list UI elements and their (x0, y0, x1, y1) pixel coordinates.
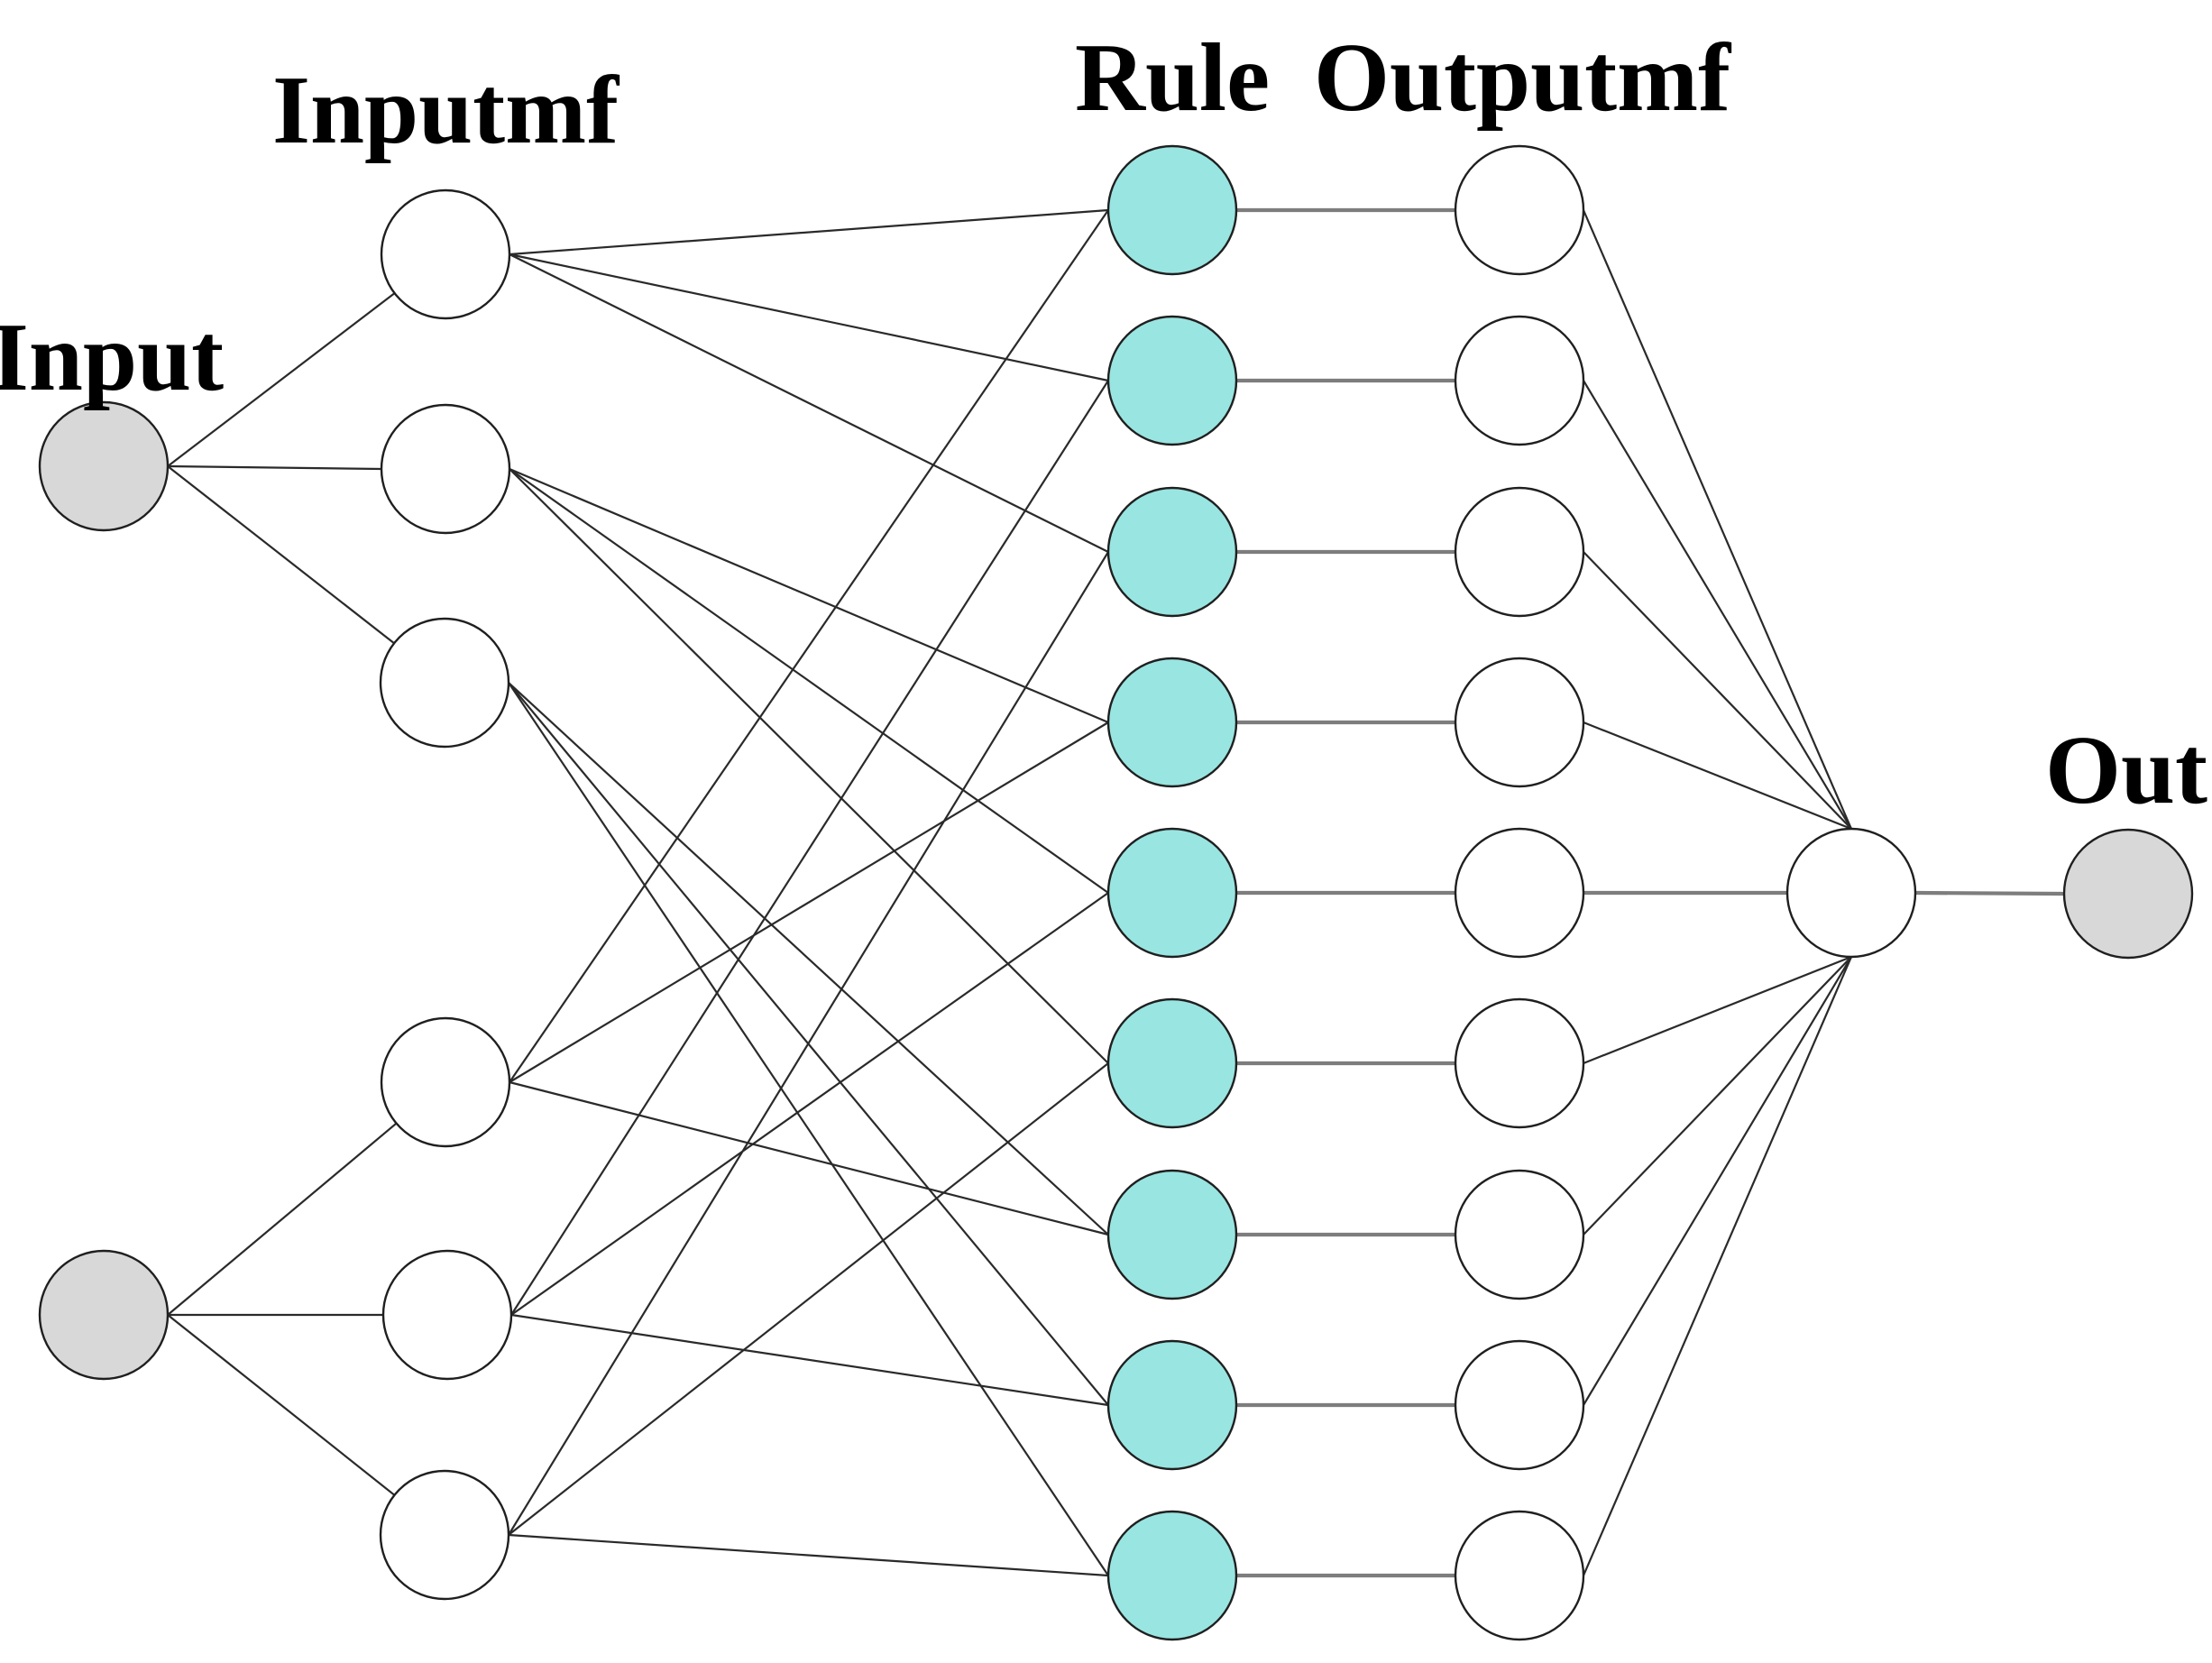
edge-input-2-to-mf-6 (167, 1314, 396, 1496)
edge-omf-8-to-agg (1583, 956, 1852, 1406)
node-rule-7 (1106, 1169, 1238, 1300)
edge-mf-2-to-rule-4 (509, 467, 1109, 724)
node-omf-2 (1454, 315, 1585, 446)
node-rule-2 (1106, 315, 1238, 446)
edge-mf-5-to-rule-2 (510, 380, 1109, 1316)
edge-mf-2-to-rule-5 (509, 468, 1109, 894)
label-out: Out (2045, 717, 2207, 824)
node-rule-1 (1106, 144, 1238, 276)
edge-input-1-to-mf-1 (167, 292, 396, 467)
node-omf-9 (1454, 1510, 1585, 1641)
node-omf-4 (1454, 657, 1585, 788)
label-outputmf: Outputmf (1314, 24, 1732, 132)
edge-mf-1-to-rule-3 (509, 253, 1109, 553)
node-rule-3 (1106, 486, 1238, 618)
node-omf-8 (1454, 1339, 1585, 1471)
node-omf-7 (1454, 1169, 1585, 1300)
node-omf-1 (1454, 144, 1585, 276)
edge-mf-5-to-rule-8 (510, 1313, 1109, 1407)
node-mf-5 (381, 1249, 513, 1381)
edge-input-2-to-mf-4 (167, 1122, 398, 1316)
edge-input-1-to-mf-3 (167, 465, 395, 645)
node-mf-1 (380, 188, 511, 320)
node-mf-4 (380, 1016, 511, 1148)
node-out (2062, 828, 2194, 960)
edge-omf-9-to-agg (1582, 956, 1853, 1576)
label-inputmf: Inputmf (272, 57, 620, 164)
node-input-2 (38, 1249, 170, 1381)
node-agg (1785, 827, 1917, 959)
label-input: Input (0, 304, 224, 411)
edge-omf-4-to-agg (1583, 721, 1852, 831)
node-input-1 (38, 400, 170, 532)
node-omf-3 (1454, 486, 1585, 618)
edge-omf-6-to-agg (1583, 955, 1852, 1065)
edge-omf-2-to-agg (1583, 380, 1852, 830)
edge-mf-6-to-rule-9 (508, 1533, 1109, 1577)
labels-layer: Input Inputmf Rule Outputmf Out (0, 24, 2207, 824)
node-rule-5 (1106, 827, 1238, 959)
node-mf-2 (380, 403, 511, 535)
edge-mf-4-to-rule-4 (509, 721, 1109, 1083)
edge-mf-3-to-rule-9 (508, 682, 1109, 1576)
node-omf-5 (1454, 827, 1585, 959)
label-rule: Rule (1075, 24, 1270, 132)
edge-mf-1-to-rule-2 (509, 253, 1109, 382)
edge-mf-4-to-rule-1 (509, 209, 1109, 1083)
node-rule-4 (1106, 657, 1238, 788)
node-rule-8 (1106, 1339, 1238, 1471)
node-rule-9 (1106, 1510, 1238, 1641)
edge-agg-to-out (1914, 890, 2065, 896)
node-rule-6 (1106, 997, 1238, 1129)
node-mf-6 (379, 1469, 510, 1601)
edge-mf-6-to-rule-3 (508, 551, 1109, 1536)
edge-mf-6-to-rule-6 (508, 1062, 1109, 1536)
edge-mf-4-to-rule-7 (509, 1080, 1109, 1236)
edge-omf-3-to-agg (1583, 551, 1852, 830)
edge-input-1-to-mf-2 (167, 464, 382, 471)
edge-mf-1-to-rule-1 (509, 208, 1109, 256)
edges-layer (167, 207, 2065, 1578)
edge-omf-7-to-agg (1583, 956, 1852, 1236)
nodes-layer (38, 144, 2194, 1641)
node-omf-6 (1454, 997, 1585, 1129)
edge-mf-5-to-rule-5 (510, 892, 1109, 1316)
edge-omf-1-to-agg (1582, 209, 1853, 830)
node-mf-3 (379, 617, 510, 749)
